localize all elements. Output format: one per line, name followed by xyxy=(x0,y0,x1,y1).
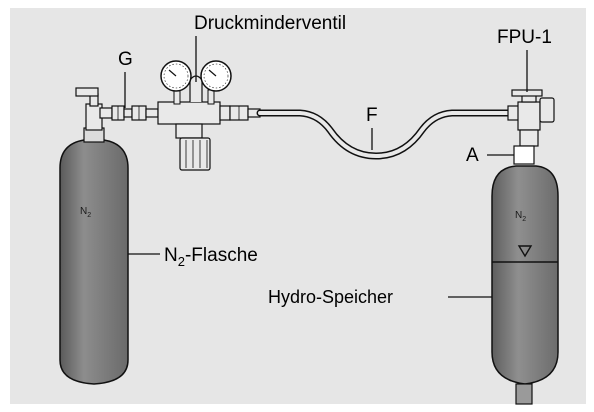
n2-bottle: N2 xyxy=(59,127,129,385)
label-druckminderventil: Druckminderventil xyxy=(194,13,346,34)
label-a: A xyxy=(466,145,479,166)
label-fpu-1: FPU-1 xyxy=(497,27,552,48)
hydro-accumulator-body xyxy=(491,165,559,385)
hose-f xyxy=(256,109,514,160)
label-f: F xyxy=(366,105,378,126)
accumulator-bottom-port xyxy=(515,383,533,405)
label-g: G xyxy=(118,49,133,70)
fpu-1-unit xyxy=(507,89,555,147)
fluid-level-marker-icon xyxy=(517,245,533,258)
label-hydro-speicher: Hydro-Speicher xyxy=(268,287,393,307)
bottle-valve-handwheel[interactable] xyxy=(75,87,99,97)
pressure-reducer-adjust-knob[interactable] xyxy=(179,137,211,171)
hydro-accumulator: N2 xyxy=(491,165,559,405)
pressure-reducer-body xyxy=(157,101,221,125)
connector-a xyxy=(513,145,535,165)
label-n2-flasche: N2-Flasche xyxy=(164,245,258,269)
pressure-gauge-right xyxy=(200,60,232,92)
accumulator-mark: N2 xyxy=(515,210,526,223)
pressure-reducer xyxy=(157,60,261,171)
pressure-gauge-left xyxy=(160,60,192,92)
fpu-1-body xyxy=(517,101,541,131)
n2-bottle-body xyxy=(59,139,129,385)
n2-bottle-mark: N2 xyxy=(80,206,91,219)
connector-g xyxy=(111,105,159,121)
